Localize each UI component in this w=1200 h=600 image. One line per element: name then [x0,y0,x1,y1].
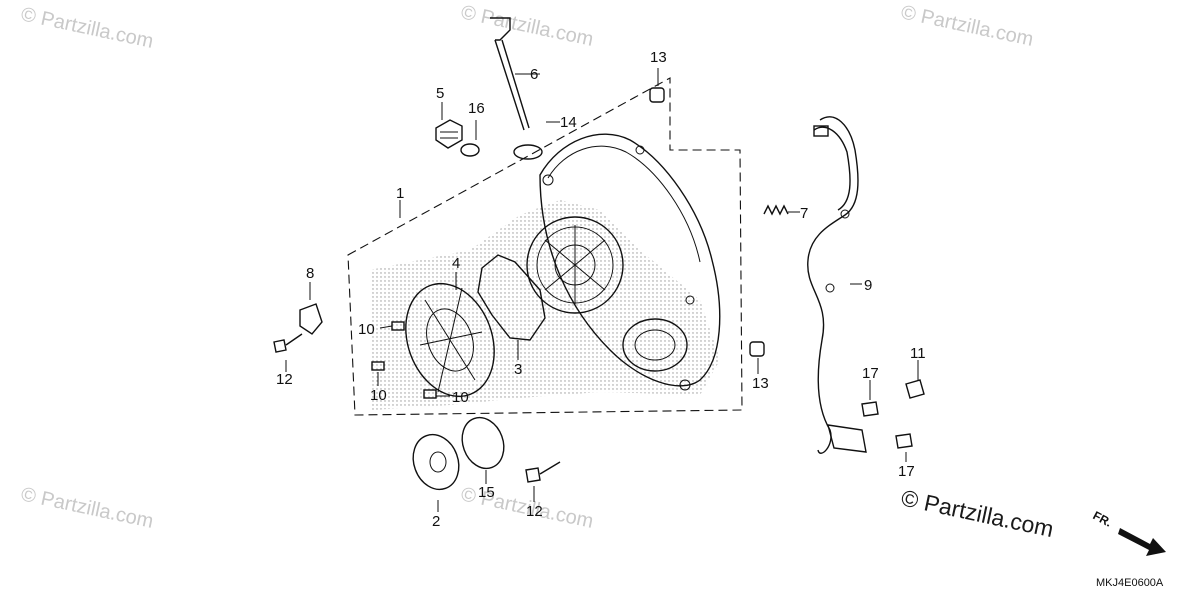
callout-10-c: 10 [452,389,469,406]
sensor-harness [807,116,867,454]
bolt-10-c [423,389,437,399]
callout-17-a: 17 [862,365,879,382]
front-direction-indicator: FR. [1091,508,1166,556]
bolt-17-bottom [895,433,913,449]
front-direction-arrow-icon [1118,528,1166,556]
bolt-17-top [861,401,879,417]
o-ring-small [460,143,480,157]
callout-15: 15 [478,484,495,501]
callout-4: 4 [452,255,460,272]
callout-17-b: 17 [898,463,915,480]
assembly-boundary [347,77,743,416]
harness-clip-b [825,283,835,293]
bolt-10-b [371,361,385,371]
harness-clip-a [840,209,850,219]
callout-labels: 1 2 3 4 5 6 7 8 9 10 10 10 11 12 12 13 1… [276,49,926,530]
clutch-cap [412,433,460,491]
callout-10-b: 10 [370,387,387,404]
bolt-set [273,321,561,483]
callout-9: 9 [864,277,872,294]
callout-5: 5 [436,85,444,102]
watermark-bottom-left: © Partzilla.com [19,483,155,533]
bolt-12-left [273,333,303,353]
o-ring-large [461,416,505,470]
callout-8: 8 [306,265,314,282]
callout-13-b: 13 [752,375,769,392]
assembly-shading [370,200,720,410]
gasket [477,254,546,341]
callout-16: 16 [468,100,485,117]
dowel-pin-bottom [749,341,765,357]
oil-filler-cap [435,119,463,149]
seal-washer [513,144,543,160]
watermark-top-left: © Partzilla.com [19,3,155,53]
clutch-cover-plate [405,282,495,398]
harness-sensor [827,424,867,453]
leader-lines [285,68,919,512]
bolt-11 [905,379,925,399]
harness-connector-top [813,125,829,137]
spring [763,204,789,216]
dipstick-rod [490,17,530,131]
callout-10-a: 10 [358,321,375,338]
bracket [299,303,323,335]
dowel-pin-top [649,87,665,103]
callout-11: 11 [910,345,926,362]
callout-6: 6 [530,66,538,83]
callout-13-a: 13 [650,49,667,66]
callout-2: 2 [432,513,440,530]
front-direction-label: FR. [1091,508,1115,529]
callout-12-b: 12 [526,503,543,520]
callout-1: 1 [396,185,404,202]
callout-3: 3 [514,361,522,378]
crankcase-cover [526,133,721,391]
diagram-code: MKJ4E0600A [1096,577,1164,589]
callout-12-a: 12 [276,371,293,388]
brand-watermark: © Partzilla.com [899,484,1056,542]
callout-14: 14 [560,114,577,131]
callout-7: 7 [800,205,808,222]
bolt-12-bottom [525,461,561,483]
watermark-top-right: © Partzilla.com [899,1,1035,51]
watermark-top-center: © Partzilla.com [459,1,595,51]
